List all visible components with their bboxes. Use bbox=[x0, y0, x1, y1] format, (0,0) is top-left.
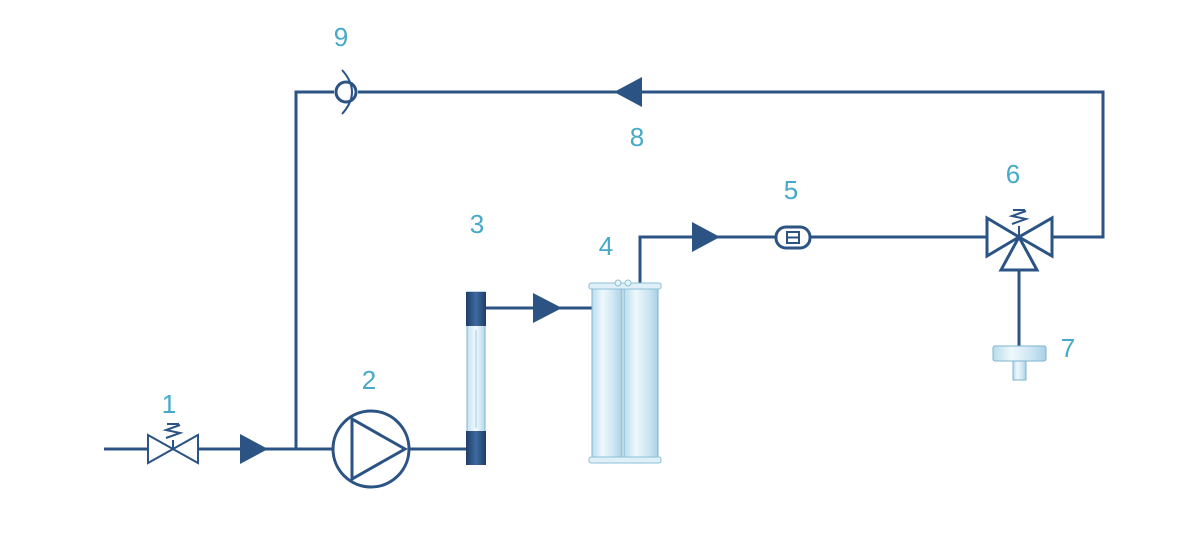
label-7: 7 bbox=[1061, 333, 1075, 363]
pump-triangle-icon bbox=[350, 416, 409, 482]
check-valve-9 bbox=[334, 69, 358, 115]
flow-arrow-to-filter-icon bbox=[533, 293, 562, 323]
flowmeter-top-cap bbox=[466, 292, 486, 326]
outlet-7 bbox=[992, 345, 1047, 381]
label-9: 9 bbox=[334, 22, 348, 52]
filter-port-right bbox=[624, 279, 632, 287]
pipe-filter-outlet bbox=[638, 235, 776, 285]
filter-cartridge-right bbox=[623, 286, 659, 462]
filter-vessel-4 bbox=[588, 279, 662, 464]
check-valve-seat-icon bbox=[341, 69, 353, 115]
label-5: 5 bbox=[784, 175, 798, 205]
label-4: 4 bbox=[599, 231, 613, 261]
recirculation-pipe bbox=[294, 90, 334, 449]
pump-casing-icon bbox=[331, 409, 411, 489]
flow-arrows bbox=[240, 77, 720, 464]
flow-arrow-to-meter-icon bbox=[692, 222, 720, 252]
valve6-right-icon bbox=[1015, 215, 1054, 259]
pump-2 bbox=[331, 409, 411, 489]
filter-bottom-plate bbox=[588, 456, 662, 464]
pressure-valve-1 bbox=[147, 423, 199, 465]
filter-cartridge-left bbox=[591, 286, 623, 462]
valve6-left-icon bbox=[985, 215, 1022, 259]
valve6-bottom-icon bbox=[998, 233, 1040, 272]
valve6-spring-icon bbox=[1008, 209, 1030, 237]
return-loop-pipe bbox=[358, 90, 1105, 239]
flowmeter-3 bbox=[466, 291, 486, 465]
component-labels: 1 2 3 4 5 6 7 8 9 bbox=[162, 22, 1075, 419]
label-1: 1 bbox=[162, 389, 176, 419]
three-way-valve-6 bbox=[985, 209, 1054, 272]
filter-port-left bbox=[614, 279, 622, 287]
flowmeter-bottom-cap bbox=[466, 431, 486, 465]
inline-meter-5 bbox=[774, 225, 812, 250]
valve-spring-icon bbox=[162, 423, 184, 449]
flow-arrow-return-icon bbox=[614, 77, 642, 107]
label-2: 2 bbox=[362, 365, 376, 395]
outlet-flange-icon bbox=[992, 345, 1047, 362]
label-3: 3 bbox=[470, 209, 484, 239]
flow-arrow-inlet-icon bbox=[240, 434, 268, 464]
outlet-nozzle-icon bbox=[1012, 360, 1027, 381]
label-6: 6 bbox=[1006, 159, 1020, 189]
label-8: 8 bbox=[630, 122, 644, 152]
piping bbox=[104, 90, 1105, 451]
